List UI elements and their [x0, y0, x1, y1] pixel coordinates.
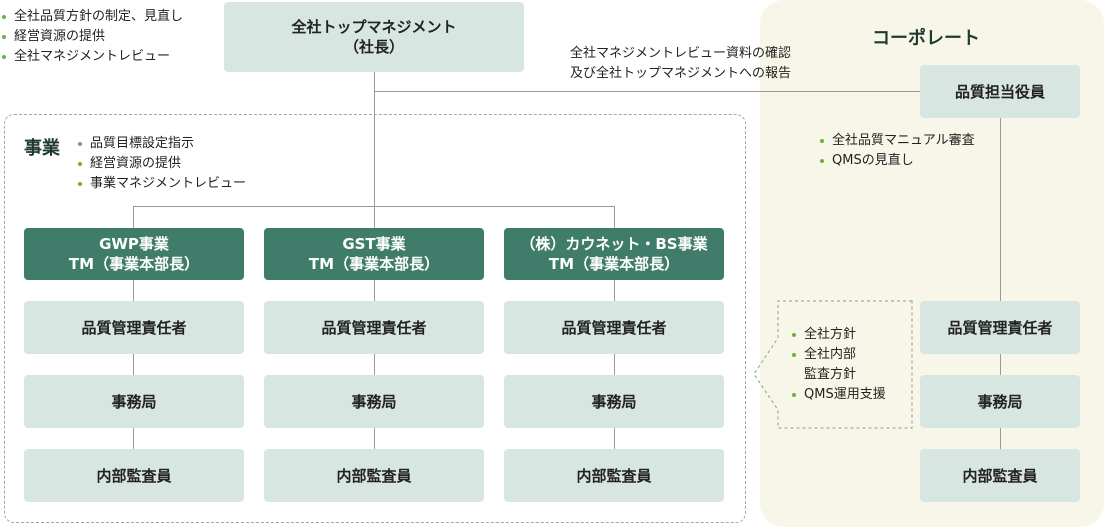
connector-col1-stack: [133, 280, 134, 450]
gwp-office-box: 事務局: [24, 375, 244, 428]
top-management-box: 全社トップマネジメント （社長）: [224, 2, 524, 72]
connector-col3-stack: [614, 280, 615, 450]
connector-col1-head: [133, 206, 134, 228]
bullet-dot-icon: [78, 162, 82, 166]
officer-bullet: QMSの見直し: [820, 151, 975, 171]
business-head-gwp: GWP事業 TM（事業本部長）: [24, 228, 244, 280]
officer-bullets: 全社品質マニュアル審査 QMSの見直し: [820, 131, 975, 171]
officer-bullet: 全社品質マニュアル審査: [820, 131, 975, 151]
business-bullet: 経営資源の提供: [78, 154, 246, 174]
business-frame: [4, 114, 746, 523]
review-note-line2: 及び全社トップマネジメントへの報告: [570, 66, 792, 81]
support-callout: [753, 300, 913, 429]
bullet-dot-icon: [78, 142, 82, 146]
bullet-dot-icon: [2, 35, 6, 39]
business-bullet: 事業マネジメントレビュー: [78, 174, 246, 194]
business-head-gst: GST事業 TM（事業本部長）: [264, 228, 484, 280]
support-bullets: 全社方針 全社内部 監査方針 QMS運用支援: [792, 325, 886, 405]
corp-auditor-box: 内部監査員: [920, 449, 1080, 502]
connector-corp-stack: [1000, 118, 1001, 450]
support-bullet: QMS運用支援: [792, 385, 886, 405]
connector-top-down: [374, 72, 375, 206]
support-bullet-continued: 監査方針: [804, 367, 857, 382]
gst-manager-box: 品質管理責任者: [264, 301, 484, 354]
corp-manager-box: 品質管理責任者: [920, 301, 1080, 354]
kaunet-manager-box: 品質管理責任者: [504, 301, 724, 354]
top-bullet: 全社品質方針の制定、見直し: [2, 7, 183, 27]
support-bullet: 全社方針: [792, 325, 886, 345]
connector-top-to-officer: [374, 91, 920, 92]
top-bullet: 全社マネジメントレビュー: [2, 47, 183, 67]
bullet-dot-icon: [792, 333, 796, 337]
top-bullet: 経営資源の提供: [2, 27, 183, 47]
connector-col2-head: [374, 206, 375, 228]
business-head-kaunet: （株）カウネット・BS事業 TM（事業本部長）: [504, 228, 724, 280]
bullet-dot-icon: [792, 353, 796, 357]
gwp-manager-box: 品質管理責任者: [24, 301, 244, 354]
bullet-dot-icon: [2, 15, 6, 19]
kaunet-office-box: 事務局: [504, 375, 724, 428]
bullet-dot-icon: [820, 159, 824, 163]
review-note-line1: 全社マネジメントレビュー資料の確認: [570, 46, 792, 61]
gst-auditor-box: 内部監査員: [264, 449, 484, 502]
connector-col2-stack: [374, 280, 375, 450]
top-bullets: 全社品質方針の制定、見直し 経営資源の提供 全社マネジメントレビュー: [2, 7, 183, 67]
business-bullet: 品質目標設定指示: [78, 134, 246, 154]
top-management-subtitle: （社長）: [343, 38, 404, 56]
quality-officer-label: 品質担当役員: [954, 82, 1045, 101]
corp-office-box: 事務局: [920, 375, 1080, 428]
business-bullets: 品質目標設定指示 経営資源の提供 事業マネジメントレビュー: [78, 134, 246, 194]
bullet-dot-icon: [2, 55, 6, 59]
gwp-auditor-box: 内部監査員: [24, 449, 244, 502]
quality-officer-box: 品質担当役員: [920, 65, 1080, 118]
bullet-dot-icon: [792, 393, 796, 397]
bullet-dot-icon: [78, 182, 82, 186]
kaunet-auditor-box: 内部監査員: [504, 449, 724, 502]
gst-office-box: 事務局: [264, 375, 484, 428]
bullet-dot-icon: [820, 139, 824, 143]
business-label: 事業: [24, 138, 60, 159]
top-management-title: 全社トップマネジメント: [291, 18, 457, 36]
support-bullet: 全社内部: [792, 345, 886, 365]
connector-col3-head: [614, 206, 615, 228]
corporate-label: コーポレート: [872, 28, 980, 49]
